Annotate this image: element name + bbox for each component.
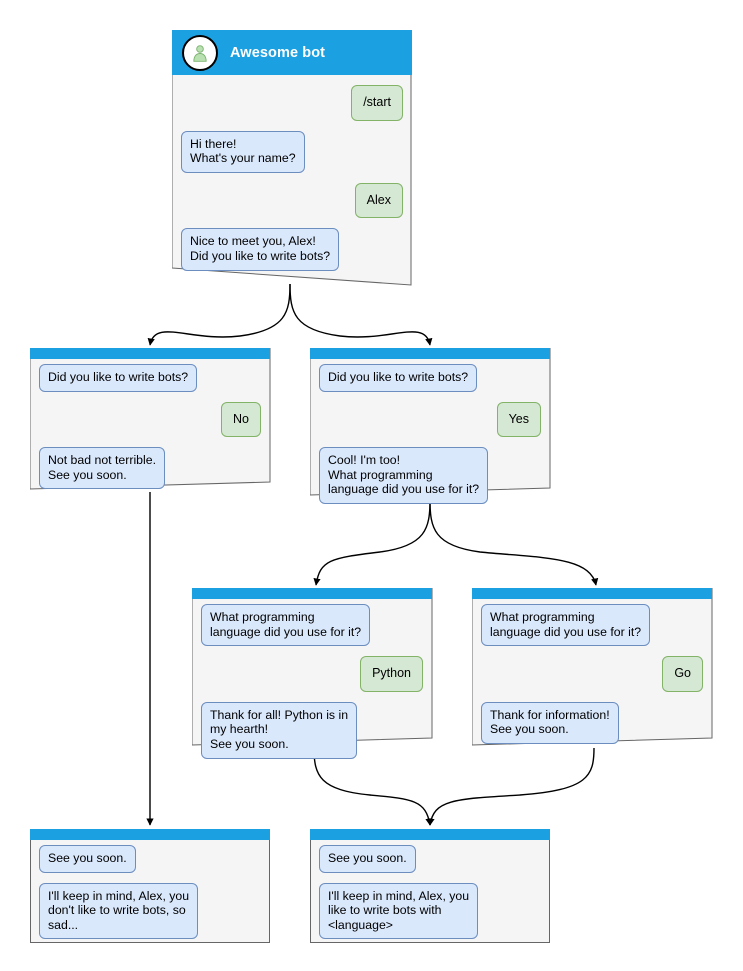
bot-message-bubble[interactable]: What programming language did you use fo… xyxy=(481,604,651,647)
bot-message-bubble[interactable]: I'll keep in mind, Alex, you don't like … xyxy=(39,882,199,940)
card-answer-no[interactable]: Did you like to write bots? No Not bad n… xyxy=(30,348,271,490)
message-row: What programming language did you use fo… xyxy=(201,604,423,647)
bot-message-bubble[interactable]: Hi there! What's your name? xyxy=(181,130,305,173)
message-row: Python xyxy=(201,656,423,692)
message-row: See you soon. xyxy=(39,845,261,873)
card-end-happy[interactable]: See you soon. I'll keep in mind, Alex, y… xyxy=(310,829,550,943)
bot-message-bubble[interactable]: What programming language did you use fo… xyxy=(201,604,371,647)
edge-go-to-end-happy xyxy=(427,747,595,826)
bot-message-bubble[interactable]: Nice to meet you, Alex! Did you like to … xyxy=(181,228,340,271)
bot-name-label: Awesome bot xyxy=(230,44,326,61)
message-row: Nice to meet you, Alex! Did you like to … xyxy=(181,228,403,271)
card-end-sad-titlebar xyxy=(30,829,270,840)
message-row: /start xyxy=(181,85,403,121)
bot-message-bubble[interactable]: Did you like to write bots? xyxy=(319,364,478,392)
user-message-bubble[interactable]: Yes xyxy=(496,401,541,438)
bot-message-bubble[interactable]: See you soon. xyxy=(319,845,416,873)
message-row: Hi there! What's your name? xyxy=(181,130,403,173)
person-avatar-icon xyxy=(182,34,218,71)
user-message-bubble[interactable]: Go xyxy=(662,656,703,692)
message-row: What programming language did you use fo… xyxy=(481,604,703,647)
bot-message-bubble[interactable]: Not bad not terrible. See you soon. xyxy=(39,447,166,490)
message-row: Did you like to write bots? xyxy=(319,364,541,392)
card-answer-no-messages: Did you like to write bots? No Not bad n… xyxy=(30,364,270,499)
card-language-go-titlebar xyxy=(472,588,712,599)
edge-start-to-no xyxy=(147,283,291,346)
message-row: Go xyxy=(481,656,703,692)
card-answer-yes-titlebar xyxy=(310,348,550,359)
card-end-sad-messages: See you soon. I'll keep in mind, Alex, y… xyxy=(30,845,270,949)
card-end-happy-messages: See you soon. I'll keep in mind, Alex, y… xyxy=(310,845,550,949)
bot-message-bubble[interactable]: Thank for information! See you soon. xyxy=(481,701,619,744)
card-answer-no-titlebar xyxy=(30,348,270,359)
message-row: Cool! I'm too! What programming language… xyxy=(319,447,541,504)
bot-message-bubble[interactable]: Thank for all! Python is in my hearth! S… xyxy=(201,701,358,759)
message-row: No xyxy=(39,401,261,438)
message-row: Alex xyxy=(181,182,403,219)
message-row: I'll keep in mind, Alex, you like to wri… xyxy=(319,882,541,940)
card-answer-yes-messages: Did you like to write bots? Yes Cool! I'… xyxy=(310,364,550,514)
card-start-messages: /start Hi there! What's your name? Alex … xyxy=(172,85,412,281)
bot-message-bubble[interactable]: Cool! I'm too! What programming language… xyxy=(319,447,489,504)
card-start-titlebar: Awesome bot xyxy=(172,30,412,75)
message-row: Yes xyxy=(319,401,541,438)
message-row: Thank for all! Python is in my hearth! S… xyxy=(201,701,423,759)
user-message-bubble[interactable]: Python xyxy=(360,656,423,692)
card-language-go-messages: What programming language did you use fo… xyxy=(472,604,712,754)
user-message-bubble[interactable]: No xyxy=(221,401,261,438)
message-row: Did you like to write bots? xyxy=(39,364,261,392)
message-row: See you soon. xyxy=(319,845,541,873)
edge-start-to-yes xyxy=(289,283,433,346)
user-message-bubble[interactable]: Alex xyxy=(354,182,403,219)
bot-message-bubble[interactable]: See you soon. xyxy=(39,845,136,873)
bot-message-bubble[interactable]: I'll keep in mind, Alex, you like to wri… xyxy=(319,882,479,940)
message-row: I'll keep in mind, Alex, you don't like … xyxy=(39,882,261,940)
message-row: Thank for information! See you soon. xyxy=(481,701,703,744)
card-end-happy-titlebar xyxy=(310,829,550,840)
card-language-python-titlebar xyxy=(192,588,432,599)
card-answer-yes[interactable]: Did you like to write bots? Yes Cool! I'… xyxy=(310,348,551,504)
card-language-python-messages: What programming language did you use fo… xyxy=(192,604,432,769)
card-language-python[interactable]: What programming language did you use fo… xyxy=(192,588,433,759)
user-message-bubble[interactable]: /start xyxy=(351,85,403,121)
bot-message-bubble[interactable]: Did you like to write bots? xyxy=(39,364,198,392)
card-language-go[interactable]: What programming language did you use fo… xyxy=(472,588,713,746)
card-start[interactable]: Awesome bot /start Hi there! What's your… xyxy=(172,30,412,286)
card-end-sad[interactable]: See you soon. I'll keep in mind, Alex, y… xyxy=(30,829,270,943)
message-row: Not bad not terrible. See you soon. xyxy=(39,447,261,490)
